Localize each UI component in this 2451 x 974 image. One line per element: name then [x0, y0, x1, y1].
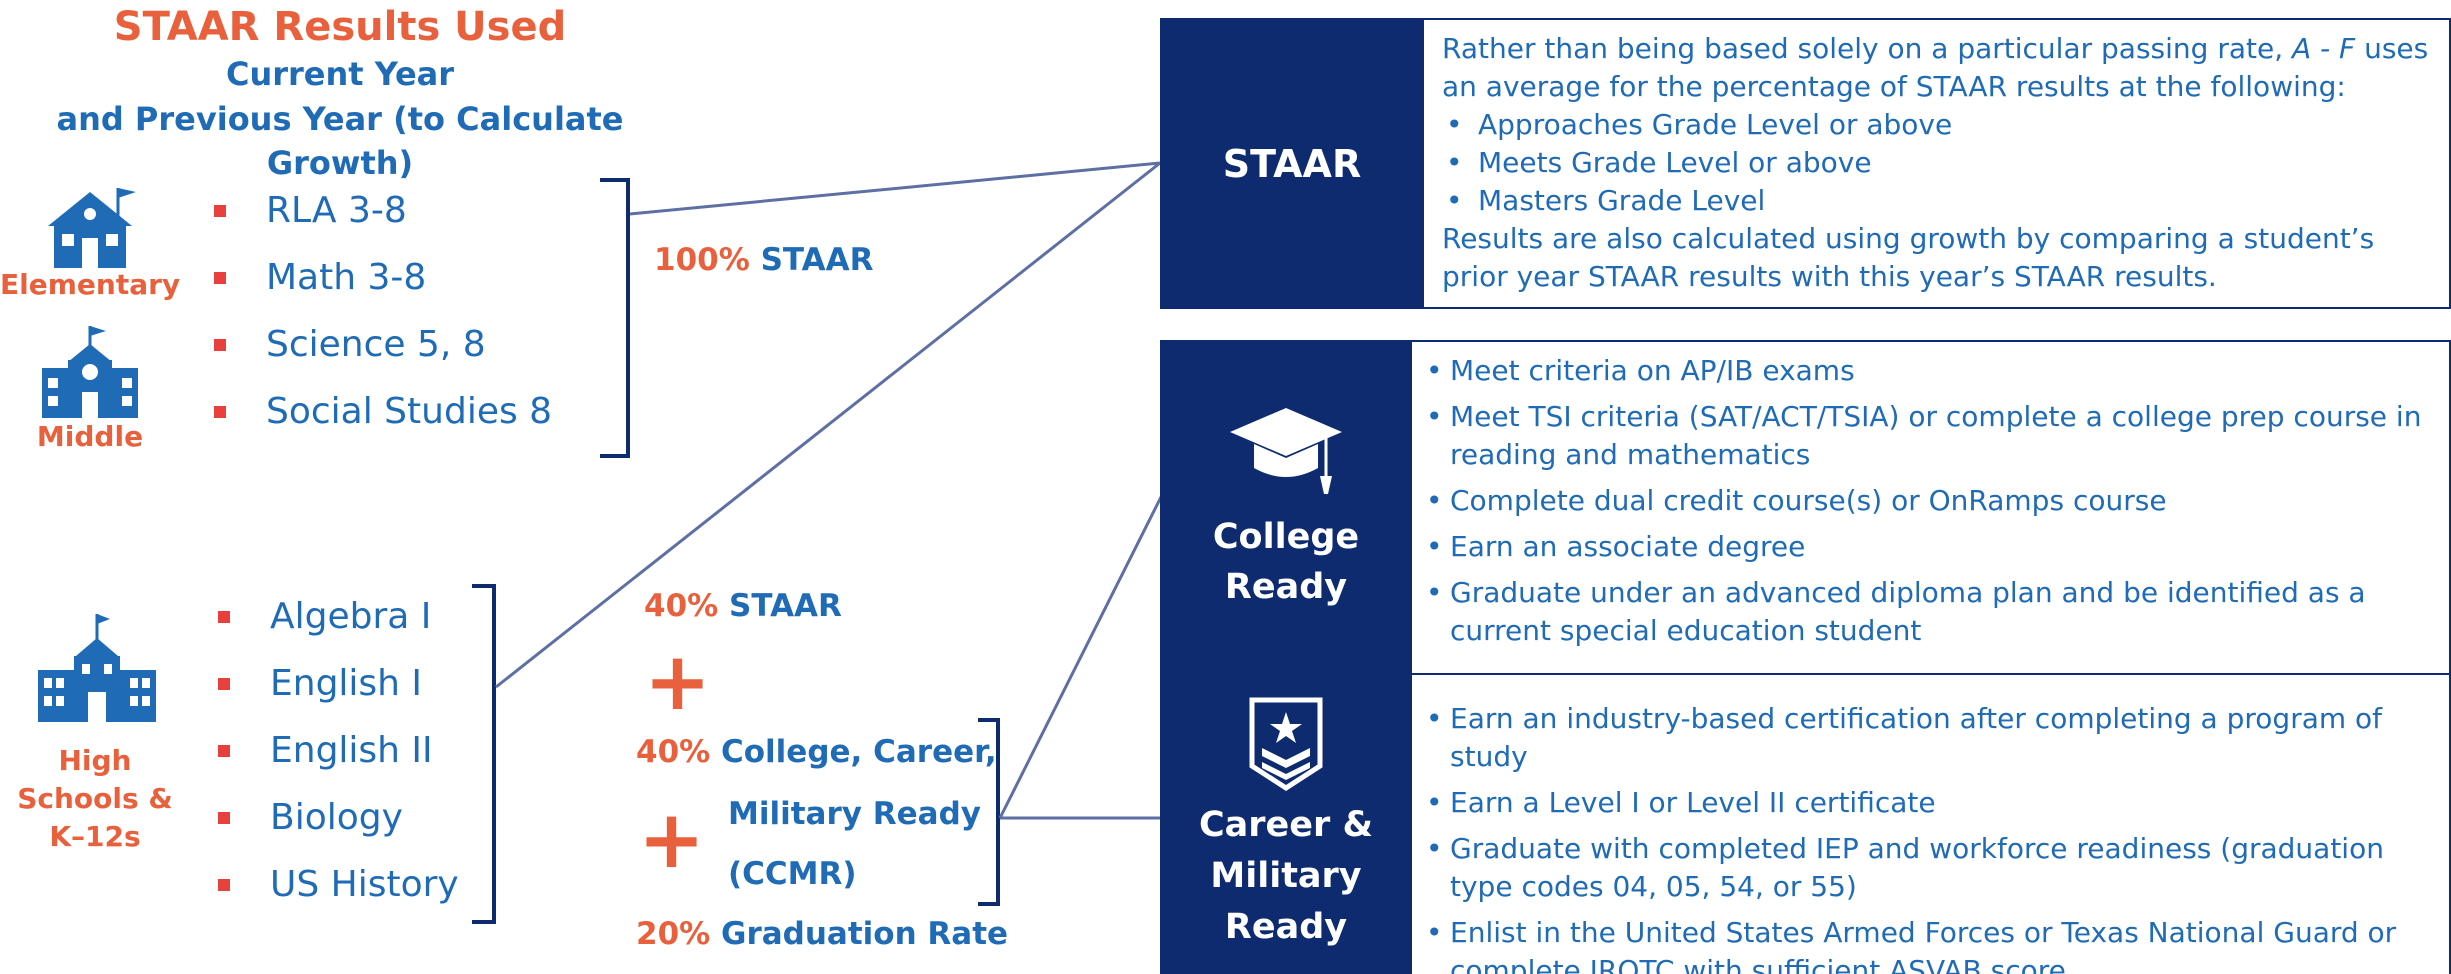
staar-outro: Results are also calculated using growth… [1442, 222, 2375, 293]
career-box-label-line3: Ready [1224, 907, 1348, 947]
graduation-cap-icon [1230, 407, 1342, 494]
bullet-square [214, 405, 226, 418]
subject-label: English I [270, 663, 423, 704]
subject-label: Biology [270, 797, 403, 838]
hs-grad-weight: 20% Graduation Rate [636, 916, 1008, 952]
staar-items-list: Approaches Grade Level or above Meets Gr… [1442, 106, 2432, 220]
plus-icon: + [638, 793, 706, 886]
career-box-label-line2: Military [1210, 856, 1362, 896]
subject-label: English II [270, 730, 433, 771]
hs-ccmr-label-line2: Military Ready [728, 796, 981, 832]
list-item: Algebra I [218, 596, 431, 637]
subject-label: Algebra I [270, 596, 432, 637]
list-item: English I [218, 663, 422, 704]
staar-intro-italic: A - F [2292, 32, 2356, 65]
page-subtitle-line2: and Previous Year (to Calculate Growth) [56, 100, 624, 182]
subject-label: Science 5, 8 [266, 324, 486, 365]
high-school-label-line1: High [58, 744, 132, 777]
subject-label: RLA 3-8 [266, 190, 407, 231]
staar-box-label: STAAR [1222, 141, 1362, 186]
list-item: Social Studies 8 [214, 391, 552, 432]
hs-staar-pct: 40% [644, 588, 719, 624]
staar-intro-text-end: uses an average for the percentage of ST… [1442, 32, 2429, 103]
bullet-square [218, 677, 230, 690]
bullet-square [218, 610, 230, 623]
bracket-ccmr [978, 718, 1000, 906]
page-subtitle-line1: Current Year [225, 55, 455, 93]
list-item: Graduate with completed IEP and workforc… [1424, 830, 2434, 906]
career-items-list: Earn an industry-based certification aft… [1424, 700, 2434, 974]
subject-label: US History [270, 864, 459, 905]
hs-ccmr-pct: 40% [636, 734, 711, 770]
list-item: Science 5, 8 [214, 324, 486, 365]
hs-staar-weight: 40% STAAR [644, 588, 842, 624]
elem-weight-pct: 100% [654, 242, 750, 278]
list-item: Math 3-8 [214, 257, 426, 298]
hs-ccmr-weight: 40% College, Career, [636, 734, 997, 770]
career-box-label-line1: Career & [1198, 805, 1373, 845]
list-item: Approaches Grade Level or above [1442, 106, 2432, 144]
line-ccmr-to-college [998, 494, 1164, 819]
list-item: Meet criteria on AP/IB exams [1424, 352, 2434, 390]
list-item: Meets Grade Level or above [1442, 144, 2432, 182]
hs-ccmr-label-line1: College, Career, [721, 734, 997, 770]
line-hs-to-staar [495, 161, 1161, 689]
college-box-label-line1: College [1212, 516, 1360, 557]
hs-ccmr-label-line3: (CCMR) [728, 856, 857, 892]
elem-weight-label: STAAR [760, 242, 874, 278]
list-item: English II [218, 730, 433, 771]
list-item: US History [218, 864, 459, 905]
bullet-square [214, 338, 226, 351]
list-item: Earn an associate degree [1424, 528, 2434, 566]
bullet-square [218, 744, 230, 757]
high-school-label-line2: Schools & [17, 782, 173, 815]
bullet-square [218, 878, 230, 891]
college-box-label-line2: Ready [1224, 566, 1348, 607]
plus-icon: + [644, 635, 712, 728]
elementary-school-icon [48, 188, 136, 268]
list-item: RLA 3-8 [214, 190, 407, 231]
bullet-square [218, 811, 230, 824]
staar-intro: Rather than being based solely on a part… [1442, 30, 2432, 106]
high-school-label: High Schools & K–12s [0, 742, 190, 856]
staar-intro-text: Rather than being based solely on a part… [1442, 32, 2292, 65]
hs-grad-label: Graduation Rate [721, 916, 1009, 952]
bracket-elementary-middle [600, 178, 630, 458]
hs-staar-label: STAAR [729, 588, 842, 624]
bracket-high-school [472, 584, 496, 924]
staar-box-label-panel: STAAR [1160, 18, 1424, 309]
subject-label: Math 3-8 [266, 257, 427, 298]
page-title: STAAR Results Used [113, 4, 567, 50]
ccmr-divider [1160, 673, 2451, 675]
high-school-icon [38, 614, 156, 722]
elementary-label: Elementary [0, 268, 181, 301]
list-item: Enlist in the United States Armed Forces… [1424, 914, 2434, 974]
bullet-square [214, 271, 226, 284]
high-school-label-line3: K–12s [49, 820, 141, 853]
staar-box-description: Rather than being based solely on a part… [1442, 30, 2432, 296]
career-box-description: Earn an industry-based certification aft… [1424, 700, 2434, 974]
list-item: Earn an industry-based certification aft… [1424, 700, 2434, 776]
career-box-label-panel: Career & Military Ready [1160, 675, 1412, 974]
list-item: Earn a Level I or Level II certificate [1424, 784, 2434, 822]
list-item: Complete dual credit course(s) or OnRamp… [1424, 482, 2434, 520]
college-box-label-panel: College Ready [1160, 340, 1412, 673]
line-elem-to-staar [629, 161, 1161, 216]
military-badge-icon [1249, 697, 1323, 791]
list-item: Masters Grade Level [1442, 182, 2432, 220]
list-item: Meet TSI criteria (SAT/ACT/TSIA) or comp… [1424, 398, 2434, 474]
college-box-description: Meet criteria on AP/IB exams Meet TSI cr… [1424, 352, 2434, 658]
college-items-list: Meet criteria on AP/IB exams Meet TSI cr… [1424, 352, 2434, 650]
elem-weight: 100% STAAR [654, 242, 874, 278]
hs-grad-pct: 20% [636, 916, 711, 952]
subject-label: Social Studies 8 [266, 391, 553, 432]
list-item: Graduate under an advanced diploma plan … [1424, 574, 2434, 650]
middle-label: Middle [36, 420, 144, 453]
bullet-square [214, 204, 226, 217]
middle-school-icon [42, 326, 138, 418]
list-item: Biology [218, 797, 403, 838]
